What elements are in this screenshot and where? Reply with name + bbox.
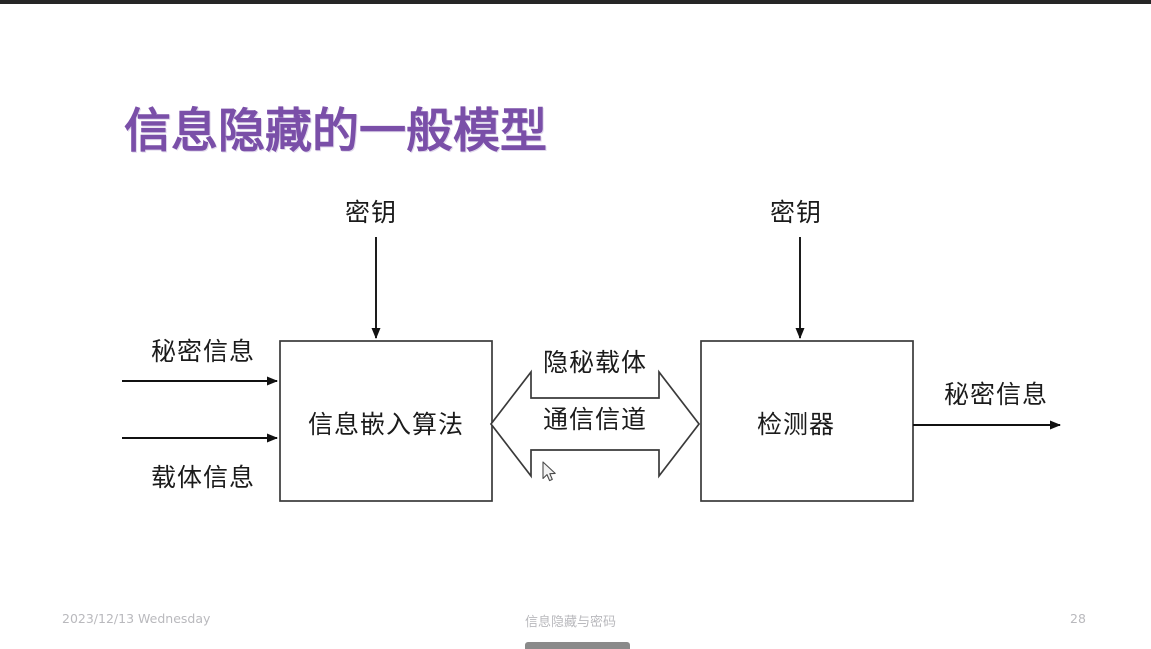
footer-subject: 信息隐藏与密码 — [525, 615, 617, 630]
label-detector: 检测器 — [757, 410, 836, 439]
label-stego-carrier: 隐秘载体 — [543, 348, 648, 377]
label-key-left: 密钥 — [345, 198, 398, 227]
label-key-right: 密钥 — [770, 198, 823, 227]
label-embed-algorithm: 信息嵌入算法 — [308, 410, 465, 439]
diagram-svg — [122, 237, 1061, 502]
label-secret-message-input: 秘密信息 — [151, 337, 256, 366]
bottom-control-bar[interactable] — [525, 642, 630, 649]
label-communication-channel: 通信信道 — [543, 405, 648, 434]
footer-date: 2023/12/13 Wednesday — [62, 611, 211, 626]
information-hiding-model-diagram — [122, 237, 1061, 502]
label-secret-message-output: 秘密信息 — [944, 380, 1049, 409]
embed-algorithm-box — [279, 340, 493, 502]
window-top-edge — [0, 0, 1151, 4]
communication-channel-double-arrow — [489, 369, 701, 479]
label-cover-message-input: 载体信息 — [151, 463, 256, 492]
detector-box — [700, 340, 914, 502]
page-title: 信息隐藏的一般模型 — [124, 104, 547, 159]
footer-page-number: 28 — [1070, 611, 1086, 626]
